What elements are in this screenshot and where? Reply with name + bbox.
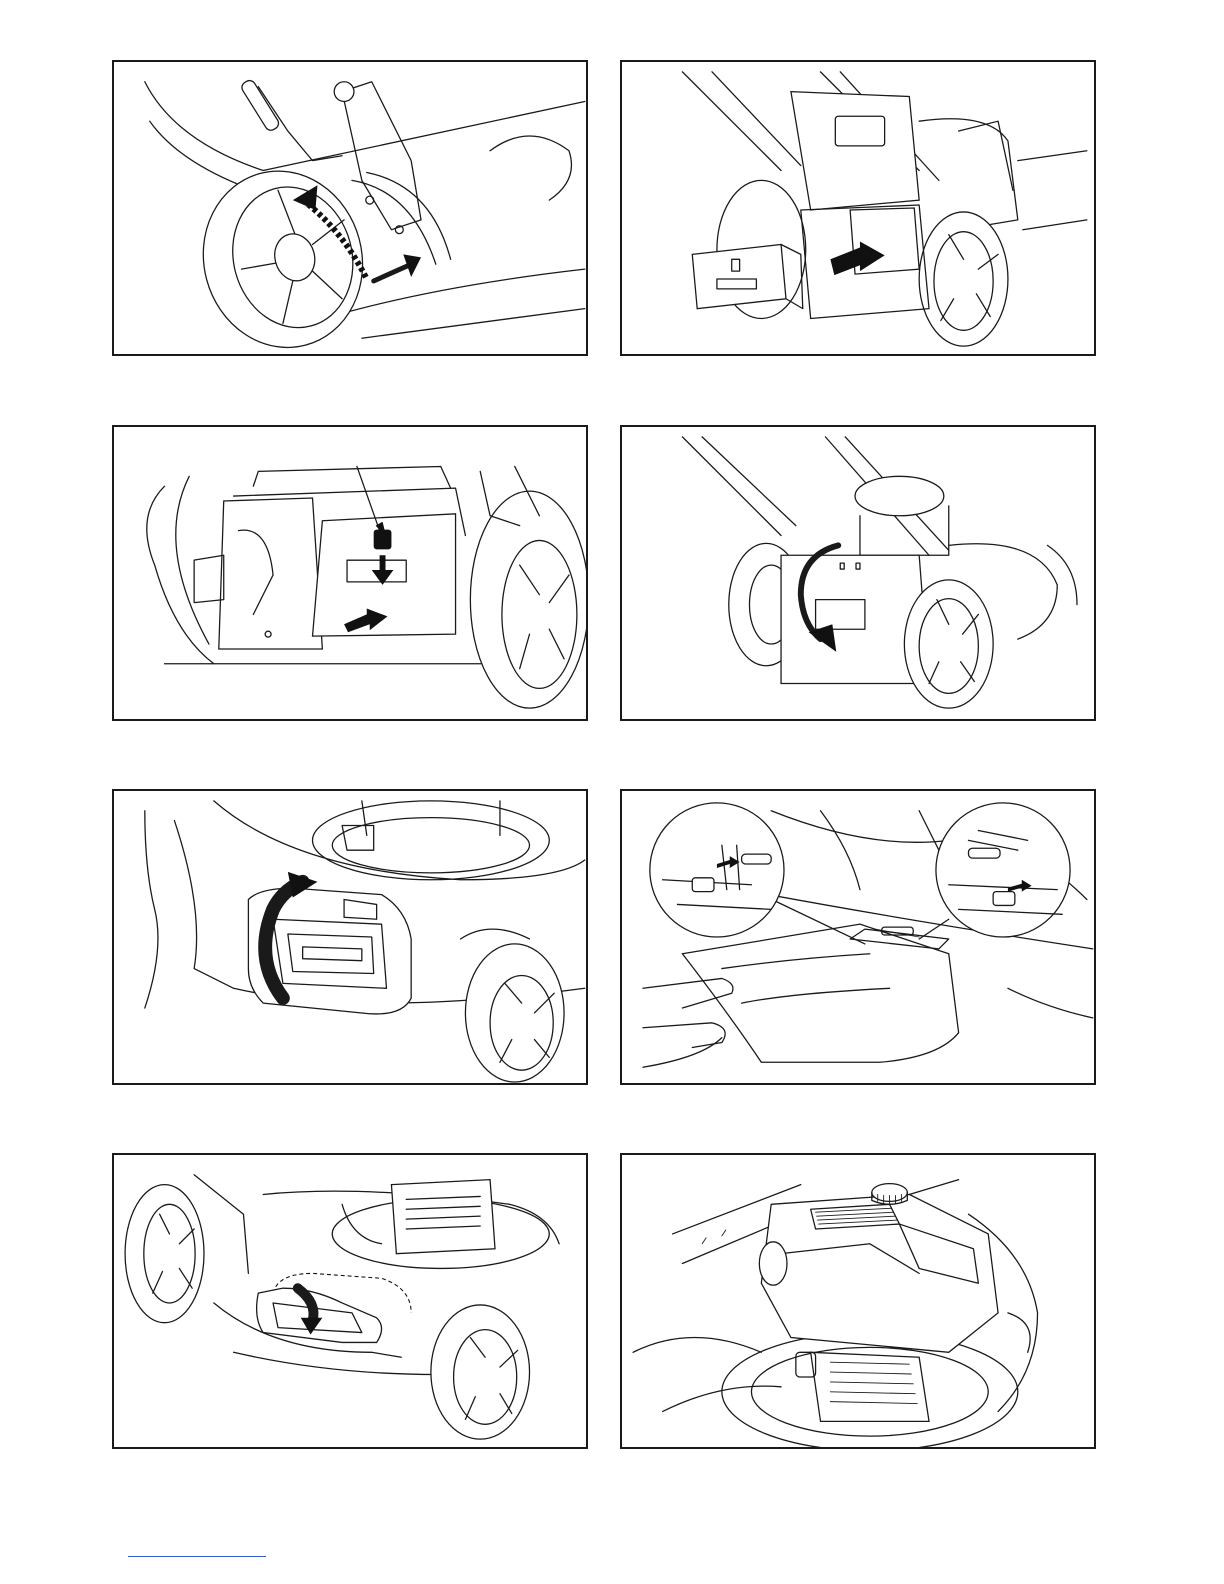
side-discharge-close-figure (112, 1153, 588, 1449)
side-discharge-cover-figure (112, 789, 588, 1085)
mulching-plug-insert-illustration (622, 62, 1094, 354)
cutting-height-lever-figure (112, 60, 588, 356)
side-discharge-close-illustration (114, 1155, 586, 1447)
mulching-plug-latch-illustration (114, 427, 586, 719)
rear-flap-illustration (622, 427, 1094, 719)
side-discharge-chute-illustration (622, 791, 1094, 1083)
mulching-plug-latch-figure (112, 425, 588, 721)
insert-mulching-plug-figure (620, 60, 1096, 356)
engine-oil-cap-illustration (622, 1155, 1094, 1447)
engine-oil-cap-figure (620, 1153, 1096, 1449)
footer-rule (128, 1556, 266, 1557)
side-discharge-cover-illustration (114, 791, 586, 1083)
side-discharge-chute-install-figure (620, 789, 1096, 1085)
cutting-height-lever-illustration (114, 62, 586, 354)
rear-flap-figure (620, 425, 1096, 721)
